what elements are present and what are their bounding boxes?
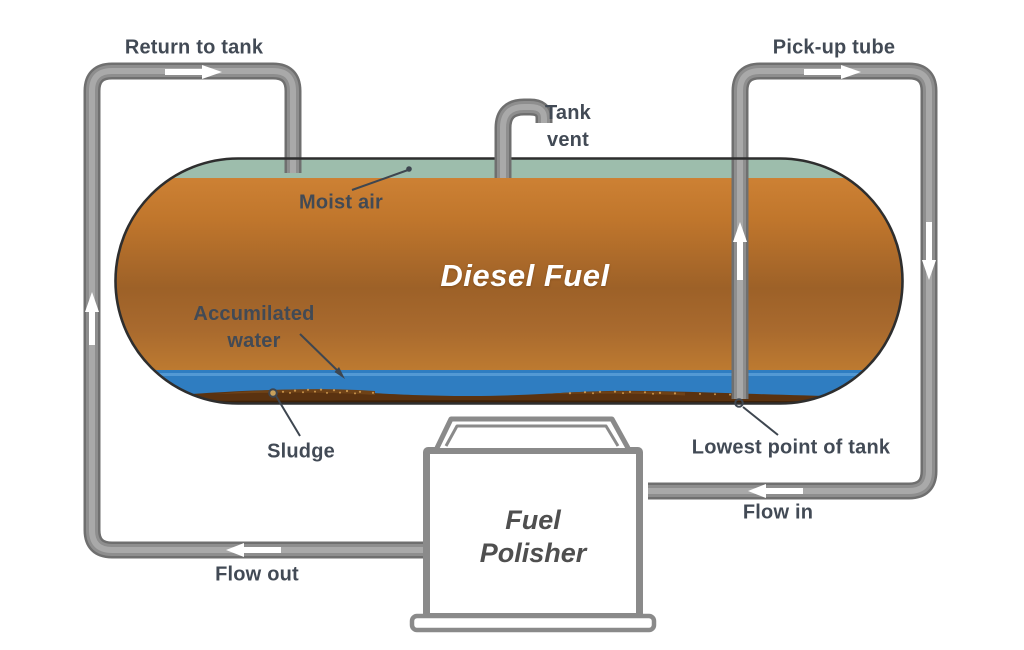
flow-arrow-right-icon: [804, 65, 861, 79]
sludge-label: Sludge: [267, 440, 335, 463]
water-highlight: [115, 373, 903, 376]
flow-arrow-left-icon: [226, 543, 281, 557]
fuel-polisher-label: Fuel Polisher: [479, 504, 587, 568]
sludge-leader: [275, 395, 301, 437]
pickup-pipe-loop: [648, 62, 938, 500]
sludge-main: [115, 389, 903, 404]
flow-arrow-down-icon: [922, 222, 936, 280]
flow-arrow-up-icon: [85, 292, 99, 345]
return-to-tank-label: Return to tank: [124, 36, 264, 59]
pick-up-tube-label: Pick-up tube: [772, 36, 896, 59]
sludge-speckles: [268, 388, 746, 397]
tank-vent-label: Tank vent: [545, 102, 591, 151]
fuel-polisher-lid: [434, 416, 631, 450]
leader-ring-marker: [268, 388, 278, 398]
tank-outline: [114, 157, 904, 405]
accumulated-water-leader: [299, 333, 342, 375]
accumulated-water-label: Accumilated water: [193, 303, 315, 352]
flow-in-label: Flow in: [742, 501, 814, 524]
flow-arrow-left-icon: [748, 484, 803, 498]
leader-ring-marker: [734, 398, 744, 408]
flow-arrow-right-icon: [165, 65, 222, 79]
fuel-polisher-unit: Fuel Polisher: [423, 447, 643, 620]
diesel-fuel-label: Diesel Fuel: [440, 258, 610, 293]
return-pipe-loop: [83, 62, 430, 559]
fuel-polisher-base: [409, 613, 657, 633]
accumulated-water-leader-arrowhead: [334, 367, 345, 379]
tank-vent-pipe: [494, 98, 553, 178]
diesel-tank: Diesel Fuel: [115, 158, 903, 404]
flow-out-label: Flow out: [215, 563, 299, 586]
flow-arrow-up-icon: [733, 222, 747, 280]
lowest-point-leader: [742, 406, 779, 436]
leader-dot-marker: [406, 166, 412, 172]
moist-air-leader: [351, 169, 409, 191]
moist-air-label: Moist air: [298, 191, 384, 214]
leader-lines: [268, 166, 779, 437]
sludge-mound-right: [545, 391, 685, 396]
lowest-point-of-tank-label: Lowest point of tank: [691, 436, 891, 459]
